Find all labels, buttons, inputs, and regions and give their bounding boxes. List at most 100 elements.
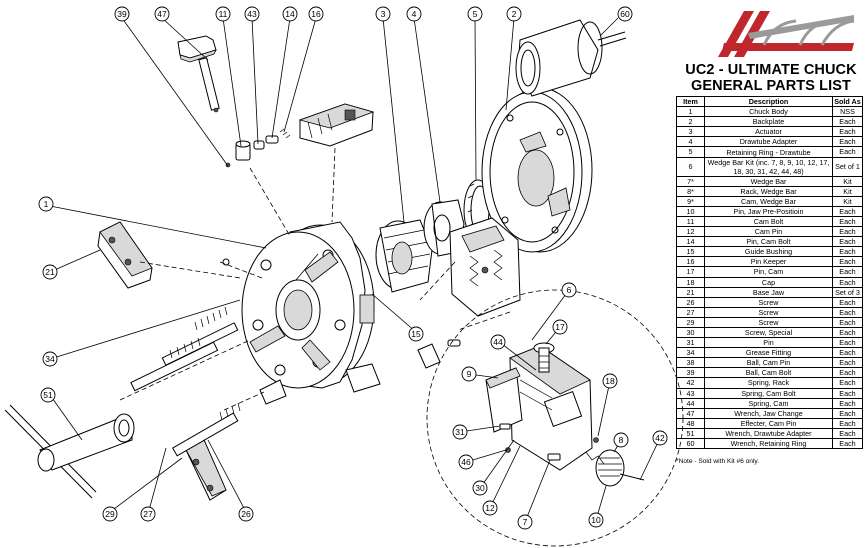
callout-circle <box>42 264 58 280</box>
cell-item: 3 <box>676 126 705 138</box>
cell-sold-as: Each <box>832 205 863 217</box>
cell-description: Screw, Special <box>704 326 833 339</box>
callout-9: 9 <box>461 366 477 382</box>
cell-sold-as: Each <box>832 226 863 238</box>
callout-label: 7 <box>523 517 528 527</box>
callout-label: 4 <box>412 9 417 19</box>
cell-item: 2 <box>676 116 705 128</box>
actuator <box>375 219 433 293</box>
company-logo <box>718 11 855 57</box>
cell-description: Pin <box>704 337 833 349</box>
callout-label: 42 <box>655 433 665 443</box>
base-jaw-26 <box>185 439 227 501</box>
callout-10: 10 <box>588 512 604 528</box>
cell-sold-as: Each <box>832 276 863 288</box>
callout-26: 26 <box>238 506 254 522</box>
cell-description: Effecter, Cam Pin <box>704 417 833 429</box>
cell-description: Cap <box>704 276 833 288</box>
callout-label: 5 <box>473 9 478 19</box>
cell-sold-as: Each <box>832 347 863 359</box>
callout-label: 47 <box>157 9 167 19</box>
cell-description: Spring, Rack <box>704 377 833 389</box>
callout-12: 12 <box>482 500 498 516</box>
cell-sold-as: Each <box>832 306 863 318</box>
callout-circle <box>282 6 298 22</box>
cell-description: Actuator <box>704 126 833 138</box>
cell-sold-as: Each <box>832 387 863 399</box>
callout-circle <box>490 334 506 350</box>
callout-circle <box>244 6 260 22</box>
callout-label: 9 <box>467 369 472 379</box>
cell-item: 34 <box>676 347 705 359</box>
wedge-bar-inset <box>449 217 521 317</box>
callout-circle <box>40 387 56 403</box>
wedge-bar-kit-detail <box>426 289 684 547</box>
cell-item: 31 <box>676 337 705 349</box>
cell-sold-as: Each <box>832 146 863 158</box>
callout-label: 44 <box>493 337 503 347</box>
callout-43: 43 <box>244 6 260 22</box>
callout-circle <box>114 6 130 22</box>
cell-item: 9* <box>676 195 705 207</box>
cell-item: 11 <box>676 215 705 228</box>
cell-item: 26 <box>676 296 705 308</box>
cell-sold-as: Each <box>832 367 863 379</box>
backplate <box>481 87 593 253</box>
cell-sold-as: Set of 1 <box>832 156 863 177</box>
callout-label: 30 <box>475 483 485 493</box>
callout-label: 8 <box>619 435 624 445</box>
cell-sold-as: Kit <box>832 195 863 207</box>
callout-circle <box>452 424 468 440</box>
callout-circle <box>38 196 54 212</box>
callout-31: 31 <box>452 424 468 440</box>
callout-circle <box>461 366 477 382</box>
screws <box>130 258 241 457</box>
cell-description: Cam Pin <box>704 226 833 238</box>
callout-2: 2 <box>506 6 522 22</box>
cell-description: Cam Bolt <box>704 215 833 228</box>
cell-item: 10 <box>676 205 705 217</box>
callout-label: 43 <box>247 9 257 19</box>
alignment-lines <box>119 147 511 411</box>
callout-circle <box>375 6 391 22</box>
cell-item: 43 <box>676 387 705 399</box>
cell-description: Spring, Cam Bolt <box>704 387 833 399</box>
callout-circle <box>140 506 156 522</box>
cell-description: Screw <box>704 296 833 308</box>
cell-description: Guide Bushing <box>704 246 833 258</box>
cell-description: Ball, Cam Pin <box>704 357 833 369</box>
callout-circle <box>102 506 118 522</box>
cell-description: Screw <box>704 306 833 318</box>
cell-description: Pin, Cam Bolt <box>704 236 833 248</box>
callout-label: 15 <box>411 329 421 339</box>
cell-item: 39 <box>676 367 705 379</box>
callout-circle <box>458 454 474 470</box>
cell-sold-as: Kit <box>832 175 863 187</box>
callout-39: 39 <box>114 6 130 22</box>
callout-circle <box>308 6 324 22</box>
cell-sold-as: Each <box>832 126 863 138</box>
cell-sold-as: Each <box>832 407 863 419</box>
callout-label: 6 <box>567 285 572 295</box>
callout-circle <box>408 326 424 342</box>
cell-item: 5 <box>676 146 705 158</box>
callout-label: 17 <box>555 322 565 332</box>
cell-item: 38 <box>676 357 705 369</box>
drawtube-wrench <box>4 404 135 499</box>
callout-51: 51 <box>40 387 56 403</box>
